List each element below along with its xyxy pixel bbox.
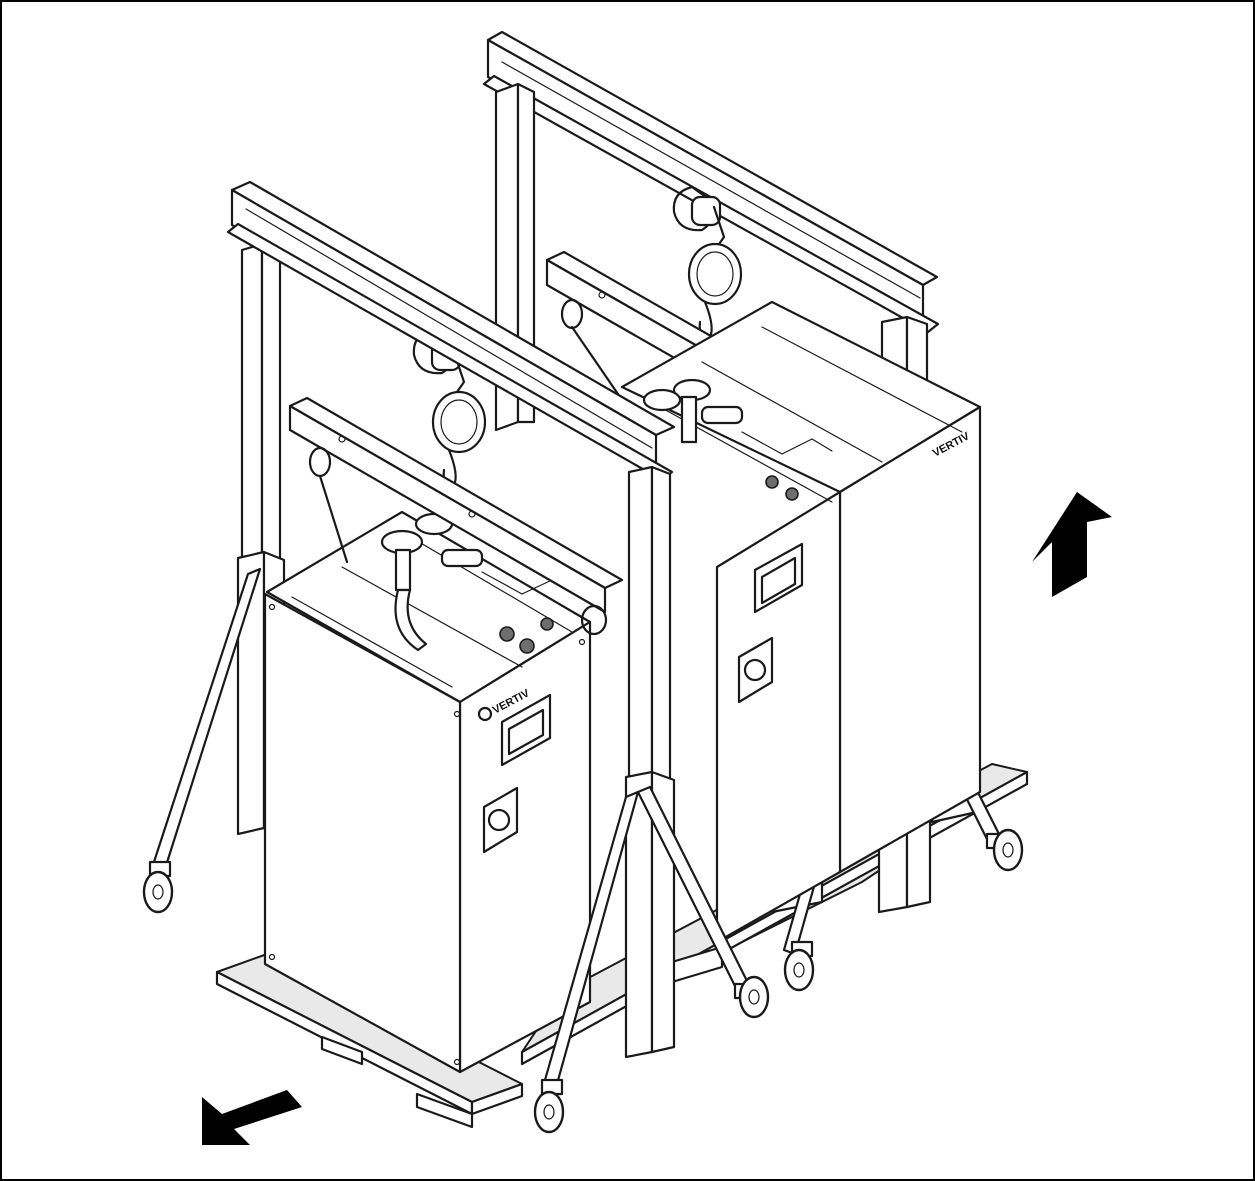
arrow-front-left [202,1090,302,1145]
casters [142,828,1024,1134]
caster-rear-right [985,828,1024,872]
caster-front-left [142,860,174,914]
caster-front-right [733,975,770,1019]
front-gantry [150,180,752,1086]
front-cabinet: VERTIV [263,510,592,1074]
caster-rear-left [783,940,815,992]
rear-cabinet: VERTIV [620,300,982,944]
caster-front-center [533,1078,565,1134]
front-spreader-bar [288,396,624,636]
arrow-right-up [1032,492,1112,597]
